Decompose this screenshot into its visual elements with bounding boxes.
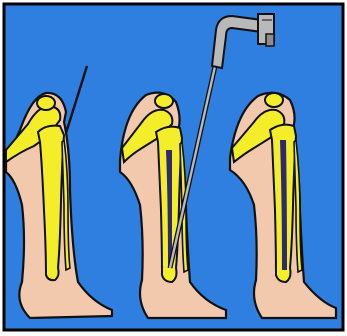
patella-1 — [37, 96, 55, 110]
patella-3 — [265, 93, 283, 107]
patella-2 — [155, 94, 173, 108]
